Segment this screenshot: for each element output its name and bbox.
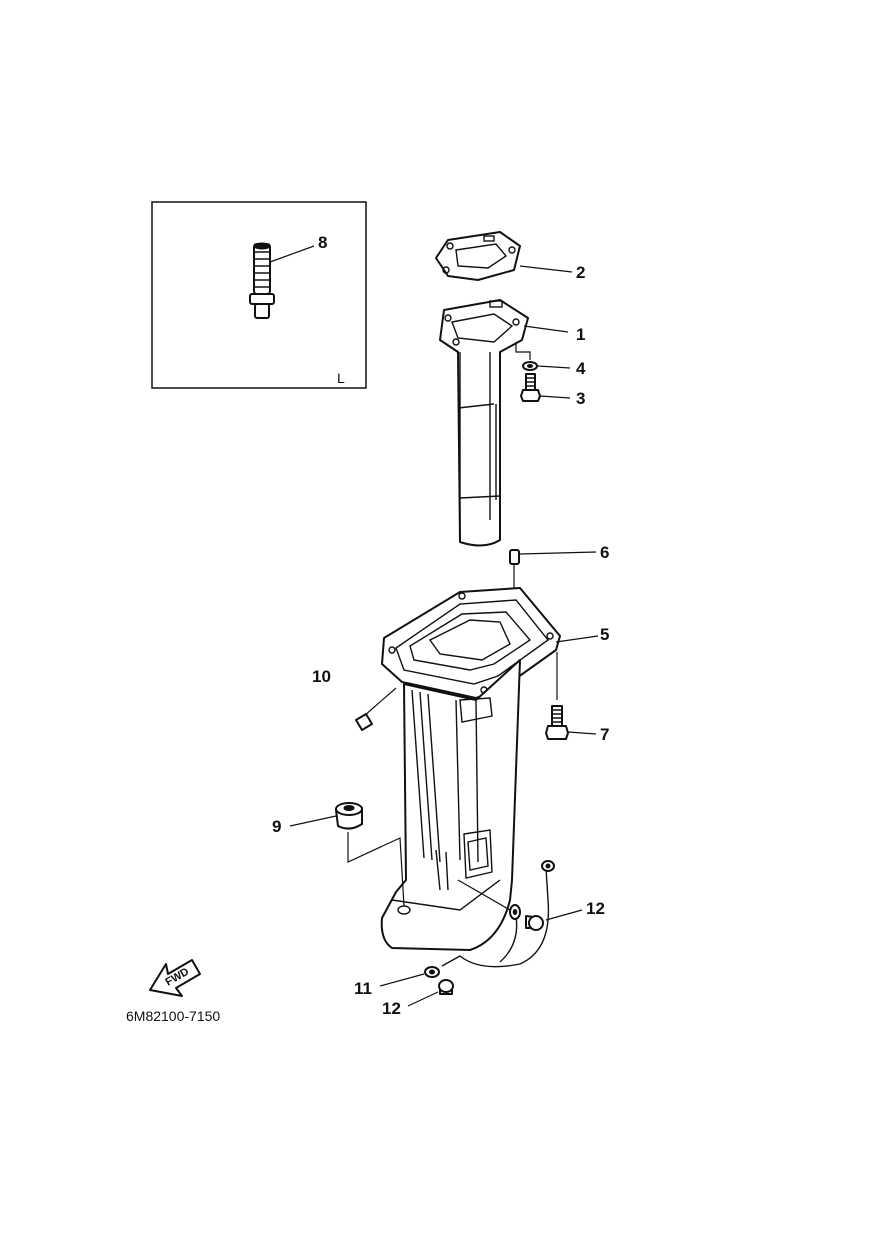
callout-11: 11	[354, 979, 372, 998]
upper-casing	[380, 587, 561, 951]
part-3-bolt	[520, 373, 541, 402]
callout-5: 5	[600, 625, 609, 644]
ground-wire	[441, 860, 555, 968]
part-1-exhaust-tube	[439, 299, 529, 547]
callout-7: 7	[600, 725, 609, 744]
fwd-arrow-icon: FWD	[149, 959, 201, 997]
figure-code: 6M82100-7150	[126, 1008, 220, 1024]
leader-lines	[269, 245, 599, 1007]
part-12-screw-upper	[525, 915, 544, 931]
callout-9: 9	[272, 817, 281, 836]
part-8-plug	[249, 242, 275, 319]
part-2-gasket	[435, 231, 521, 281]
callout-12-upper: 12	[586, 899, 605, 918]
part-12-screw-lower	[438, 979, 454, 995]
callout-2: 2	[576, 263, 585, 282]
part-9-drain-plug	[335, 802, 405, 907]
part-11-washer	[424, 966, 440, 978]
callout-10: 10	[312, 667, 331, 686]
part-10-grommet	[355, 687, 397, 731]
callout-4: 4	[576, 359, 586, 378]
callout-8: 8	[318, 233, 327, 252]
callout-12-lower: 12	[382, 999, 401, 1018]
callout-6: 6	[600, 543, 609, 562]
inset-frame	[151, 201, 367, 389]
inset-label: L	[337, 370, 345, 386]
callout-3: 3	[576, 389, 585, 408]
callout-1: 1	[576, 325, 585, 344]
part-4-washer	[522, 361, 538, 371]
part-7-bolt	[545, 652, 569, 740]
